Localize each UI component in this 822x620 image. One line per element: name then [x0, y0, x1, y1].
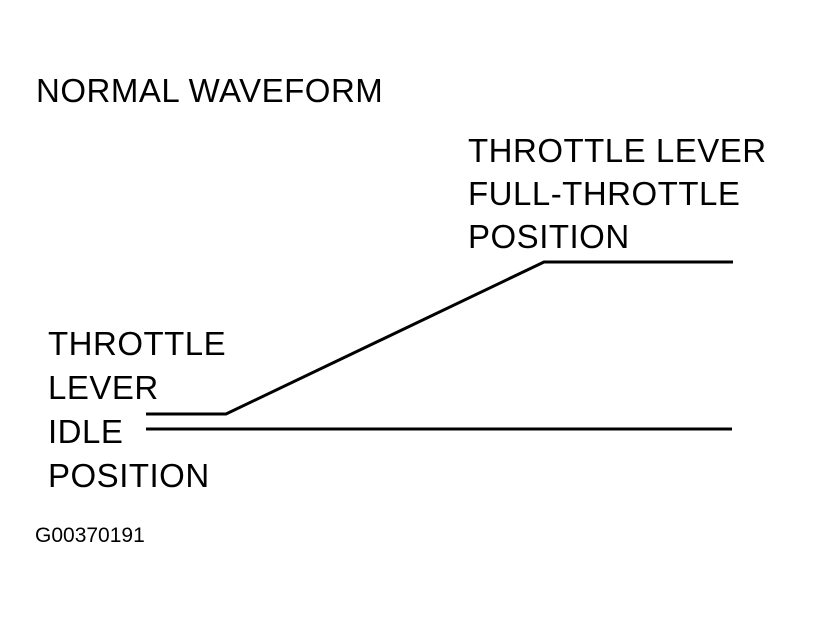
idle-position-label: THROTTLE LEVER IDLE POSITION — [48, 327, 226, 503]
full-throttle-label-line2: FULL-THROTTLE — [468, 175, 741, 212]
throttle-signal-waveform — [146, 260, 733, 416]
idle-label-line4: POSITION — [48, 457, 210, 494]
diagram-title: NORMAL WAVEFORM — [36, 72, 384, 109]
idle-label-line2: LEVER — [48, 369, 159, 406]
idle-label-line3: IDLE — [48, 413, 124, 450]
full-throttle-label-line1: THROTTLE LEVER — [468, 132, 767, 169]
figure-id: G00370191 — [35, 524, 145, 547]
idle-label-line1: THROTTLE — [48, 325, 227, 362]
full-throttle-label-line3: POSITION — [468, 218, 630, 255]
full-throttle-label: THROTTLE LEVER FULL-THROTTLE POSITION — [468, 134, 767, 263]
